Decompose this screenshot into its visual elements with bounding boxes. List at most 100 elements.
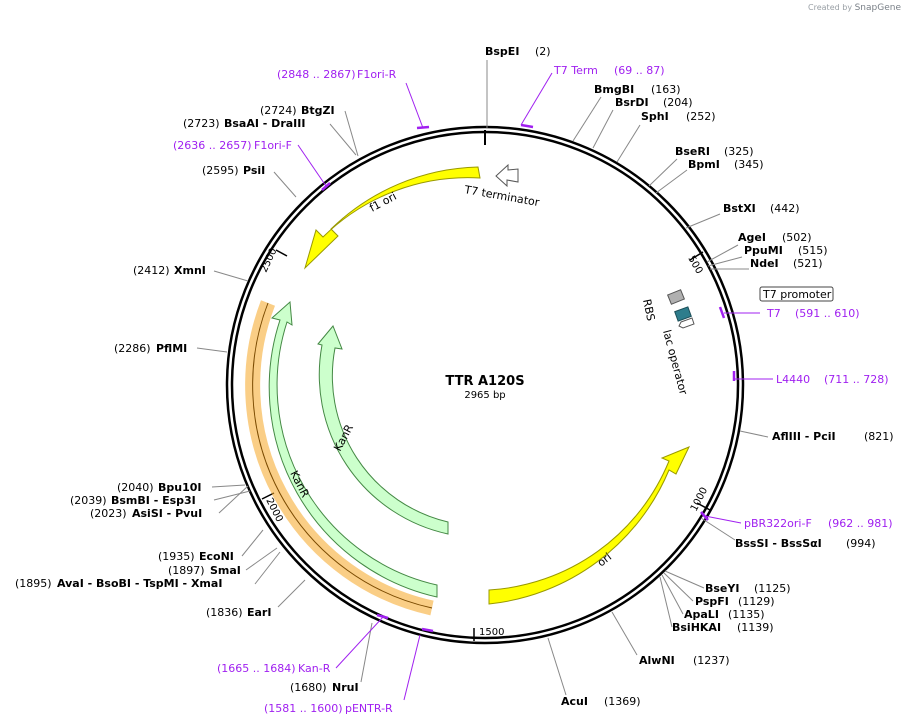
primer-range: (591 .. 610)	[795, 307, 860, 320]
site-ndei[interactable]: NdeI (521)	[750, 257, 823, 270]
site-position: (1369)	[604, 695, 641, 708]
site-name: AcuI	[561, 695, 588, 708]
site-position: (2286)	[114, 342, 151, 355]
site-position: (325)	[724, 145, 754, 158]
feature-label-t7-terminator: T7 terminator	[462, 183, 540, 209]
site-name: BpmI	[688, 158, 720, 171]
watermark-brand: SnapGene	[854, 3, 901, 13]
site-bsrdi[interactable]: BsrDI(204)	[615, 96, 693, 109]
site-econi[interactable]: (1935)EcoNI	[158, 550, 234, 563]
site-position: (521)	[793, 257, 823, 270]
site-position: (1680)	[290, 681, 327, 694]
site-sphi[interactable]: SphI(252)	[641, 110, 716, 123]
plasmid-length: 2965 bp	[464, 390, 505, 401]
primer-range: (2636 .. 2657)	[173, 139, 252, 152]
site-pspfi[interactable]: PspFI (1129)	[695, 595, 775, 608]
site-avai-group[interactable]: (1895) AvaI - BsoBI - TspMI - XmaI	[15, 577, 222, 590]
site-psii[interactable]: (2595)PsiI	[202, 164, 265, 177]
feature-kanr-outer-highlight	[245, 300, 434, 616]
tick-marks	[261, 130, 711, 641]
site-name: BssSI - BssSαI	[735, 537, 822, 550]
feature-rbs[interactable]: RBS	[640, 289, 686, 322]
site-name: EcoNI	[199, 550, 234, 563]
site-asisi-pvui[interactable]: (2023)AsiSI - PvuI	[90, 507, 202, 520]
primer-name: T7	[766, 307, 781, 320]
site-position: (345)	[734, 158, 764, 171]
site-position: (502)	[782, 231, 812, 244]
site-position: (2412)	[133, 264, 170, 277]
feature-lac-operator[interactable]: lac operator	[660, 306, 695, 397]
site-position: (1895)	[15, 577, 52, 590]
site-position: (1237)	[693, 654, 730, 667]
primer-kan-r[interactable]: (1665 .. 1684)Kan-R	[217, 662, 331, 675]
site-name: BsaAI - DraIII	[224, 117, 305, 130]
site-agei[interactable]: AgeI(502)	[738, 231, 812, 244]
site-bsaai-draiii[interactable]: (2723)BsaAI - DraIII	[183, 117, 305, 130]
plasmid-name: TTR A120S	[445, 374, 524, 389]
primer-pbr322ori-f[interactable]: pBR322ori-F(962 .. 981)	[744, 517, 893, 530]
site-btgzi[interactable]: (2724)BtgZI	[260, 104, 335, 117]
feature-label-kanr-outer: KanR	[287, 468, 312, 500]
site-bpmi[interactable]: BpmI (345)	[688, 158, 764, 171]
feature-ori[interactable]: ori	[488, 446, 691, 605]
site-position: (515)	[798, 244, 828, 257]
site-position: (1129)	[738, 595, 775, 608]
site-nrui[interactable]: (1680) NruI	[290, 681, 359, 694]
site-name: EarI	[247, 606, 271, 619]
site-bsssi[interactable]: BssSI - BssSαI (994)	[735, 537, 876, 550]
site-name: NruI	[332, 681, 359, 694]
site-apali[interactable]: ApaLI(1135)	[684, 608, 765, 621]
site-position: (163)	[651, 83, 681, 96]
snapgene-watermark: Created by SnapGene	[808, 3, 901, 13]
site-bmgbi[interactable]: BmgBI (163)	[594, 83, 681, 96]
site-bsihkai[interactable]: BsiHKAI (1139)	[672, 621, 774, 634]
feature-label-t7-promoter: T7 promoter	[762, 288, 832, 301]
primer-range: (1665 .. 1684)	[217, 662, 296, 675]
site-alwni[interactable]: AlwNI(1237)	[639, 654, 730, 667]
site-acui[interactable]: AcuI (1369)	[561, 695, 641, 708]
restriction-site-labels: BspEI(2) BmgBI (163) BsrDI(204) SphI(252)…	[15, 45, 894, 708]
primer-range: (1581 .. 1600)	[264, 702, 343, 715]
primer-pentr-r[interactable]: (1581 .. 1600)pENTR-R	[264, 702, 393, 715]
site-smai[interactable]: (1897)SmaI	[168, 564, 241, 577]
tick-label-1500: 1500	[479, 627, 504, 638]
site-name: AvaI - BsoBI - TspMI - XmaI	[57, 577, 222, 590]
primer-name: T7 Term	[553, 64, 598, 77]
site-position: (442)	[770, 202, 800, 215]
site-bspei[interactable]: BspEI(2)	[485, 45, 551, 58]
feature-f1-ori[interactable]: f1 ori	[303, 166, 481, 270]
site-pflmi[interactable]: (2286) PflMI	[114, 342, 187, 355]
site-eari[interactable]: (1836)EarI	[206, 606, 271, 619]
site-name: PspFI	[695, 595, 729, 608]
site-position: (1125)	[754, 582, 791, 595]
feature-kanr-inner[interactable]: KanR	[317, 325, 449, 535]
site-name: PflMI	[156, 342, 187, 355]
tick-label-500: 500	[685, 254, 704, 276]
site-bsmbi-esp3i[interactable]: (2039)BsmBI - Esp3I	[70, 494, 196, 507]
site-connectors	[196, 60, 769, 696]
site-name: BmgBI	[594, 83, 634, 96]
site-position: (2595)	[202, 164, 239, 177]
site-bseyi[interactable]: BseYI(1125)	[705, 582, 791, 595]
site-name: Bpu10I	[158, 481, 202, 494]
site-xmni[interactable]: (2412)XmnI	[133, 264, 206, 277]
site-position: (1139)	[737, 621, 774, 634]
primer-name: pENTR-R	[345, 702, 393, 715]
site-name: NdeI	[750, 257, 779, 270]
site-name: SmaI	[210, 564, 241, 577]
primer-t7[interactable]: T7 (591 .. 610)	[766, 307, 860, 320]
feature-t7-promoter[interactable]: T7 promoter	[759, 286, 834, 302]
site-ppumi[interactable]: PpuMI(515)	[744, 244, 828, 257]
site-bpu10i[interactable]: (2040)Bpu10I	[117, 481, 202, 494]
primer-l4440[interactable]: L4440(711 .. 728)	[776, 373, 889, 386]
site-name: BsiHKAI	[672, 621, 721, 634]
primer-t7-term[interactable]: T7 Term(69 .. 87)	[553, 64, 665, 77]
site-afliii-pcii[interactable]: AflIII - PciI(821)	[772, 430, 894, 443]
site-bseri[interactable]: BseRI(325)	[675, 145, 754, 158]
primer-f1ori-r[interactable]: (2848 .. 2867)F1ori-R	[277, 68, 397, 81]
site-name: BspEI	[485, 45, 519, 58]
site-bstxi[interactable]: BstXI(442)	[723, 202, 800, 215]
primer-f1ori-f[interactable]: (2636 .. 2657)F1ori-F	[173, 139, 292, 152]
site-position: (994)	[846, 537, 876, 550]
